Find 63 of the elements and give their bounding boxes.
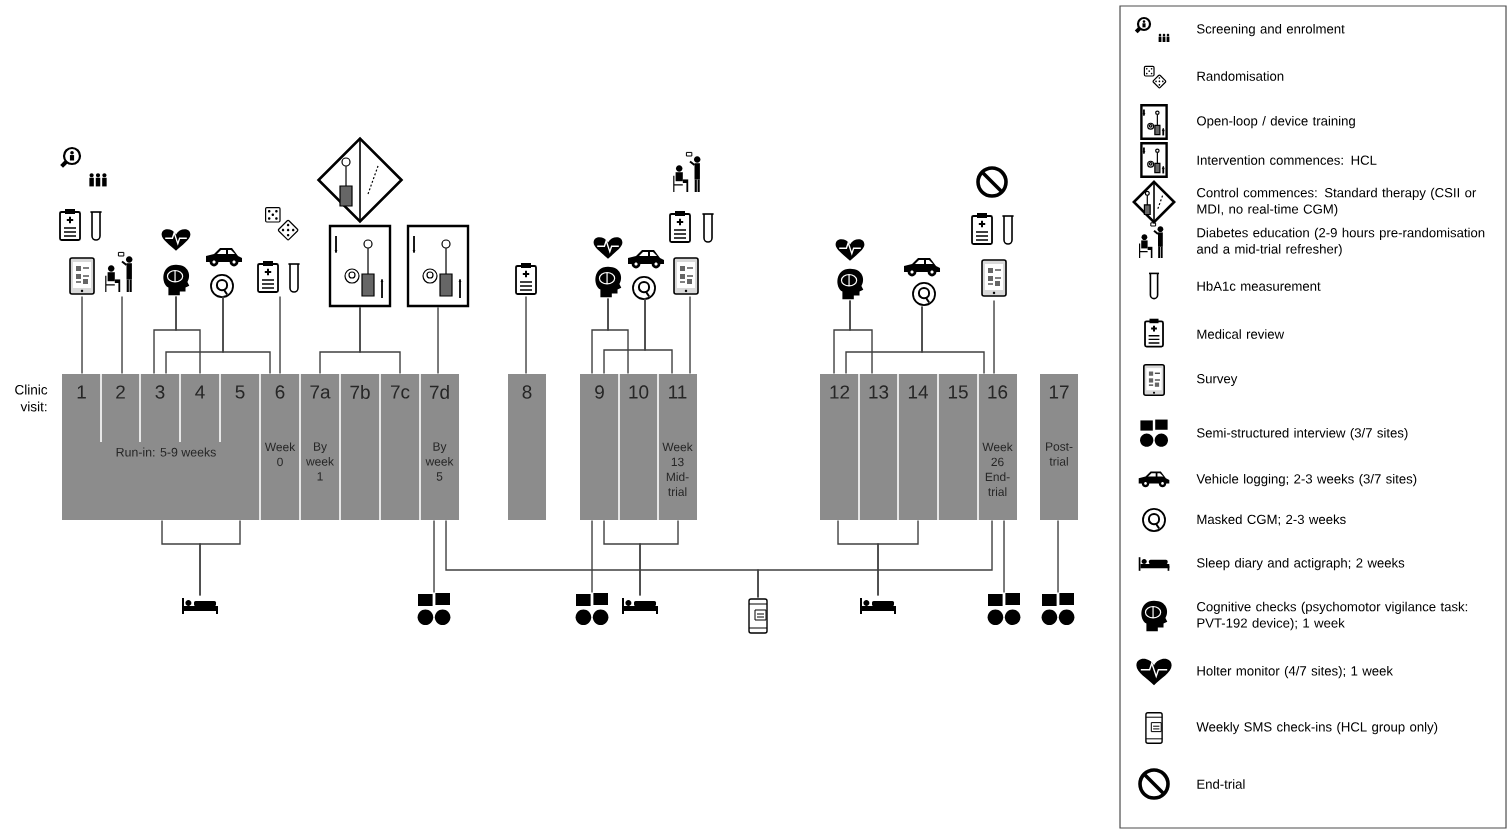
device-box: [406, 224, 470, 308]
interview-icon: [987, 593, 1021, 625]
node-label: 16: [988, 385, 1008, 399]
visit-column: 7c: [380, 374, 420, 520]
visit-column: 15: [938, 374, 978, 520]
visit-column: 13: [859, 374, 898, 520]
phone-icon: [748, 598, 768, 634]
visit-column: 12: [820, 374, 859, 520]
clipboard-icon: [515, 263, 537, 295]
visit-column: 8: [508, 374, 546, 520]
connector-line: [877, 519, 919, 597]
interview-icon: [575, 593, 609, 625]
node-label: 7d: [429, 385, 449, 399]
connector-line: [525, 295, 527, 375]
connector-line: [433, 519, 435, 594]
node-label: 4: [195, 385, 205, 399]
connector-line: [993, 299, 995, 375]
connector-line: [81, 295, 83, 375]
node-label: 6: [275, 385, 285, 399]
visit-column: 10: [619, 374, 658, 520]
node-label: 1: [77, 385, 86, 399]
node-label: 7c: [390, 385, 410, 399]
node-label: 7b: [350, 385, 370, 399]
connector-line: [1003, 519, 1005, 594]
visit-column: 9: [580, 374, 619, 520]
bed-icon: [182, 598, 218, 614]
node-label: 11: [669, 385, 687, 399]
connector-line: [639, 519, 679, 597]
visit-column: 1: [62, 374, 101, 520]
connector-line: [121, 295, 123, 375]
teacher-student-icon: [105, 251, 133, 293]
visit-column: 5: [220, 374, 260, 520]
bed-icon: [860, 598, 896, 614]
connector-line: [199, 519, 241, 597]
connector-line: [921, 305, 985, 375]
connector-line: [607, 297, 629, 375]
device-box: [328, 224, 392, 308]
node-label: 14: [908, 385, 928, 399]
visit-column: 14: [898, 374, 938, 520]
connector-line: [279, 295, 281, 375]
node-label: 3: [155, 385, 165, 399]
node-label: 7a: [310, 385, 331, 399]
connector-line: [175, 295, 201, 375]
node-label: 10: [629, 385, 649, 399]
connector-line: [689, 295, 691, 375]
connector-line: [222, 295, 271, 375]
bed-icon: [622, 598, 658, 614]
connector-line: [757, 519, 993, 599]
connector-line: [1057, 519, 1059, 594]
connector-line: [591, 519, 593, 594]
node-label: 15: [948, 385, 968, 399]
node-label: 2: [116, 385, 125, 399]
interview-icon: [1041, 593, 1075, 625]
connector-line: [644, 297, 673, 375]
node-label: 5: [235, 385, 245, 399]
connector-line: [359, 306, 401, 375]
visit-column: 7b: [340, 374, 380, 520]
node-label: 12: [830, 385, 850, 399]
node-label: 9: [595, 385, 604, 399]
connector-line: [437, 306, 439, 375]
node-label: 13: [869, 385, 889, 399]
connector-line: [849, 299, 873, 375]
interview-icon: [417, 593, 451, 625]
